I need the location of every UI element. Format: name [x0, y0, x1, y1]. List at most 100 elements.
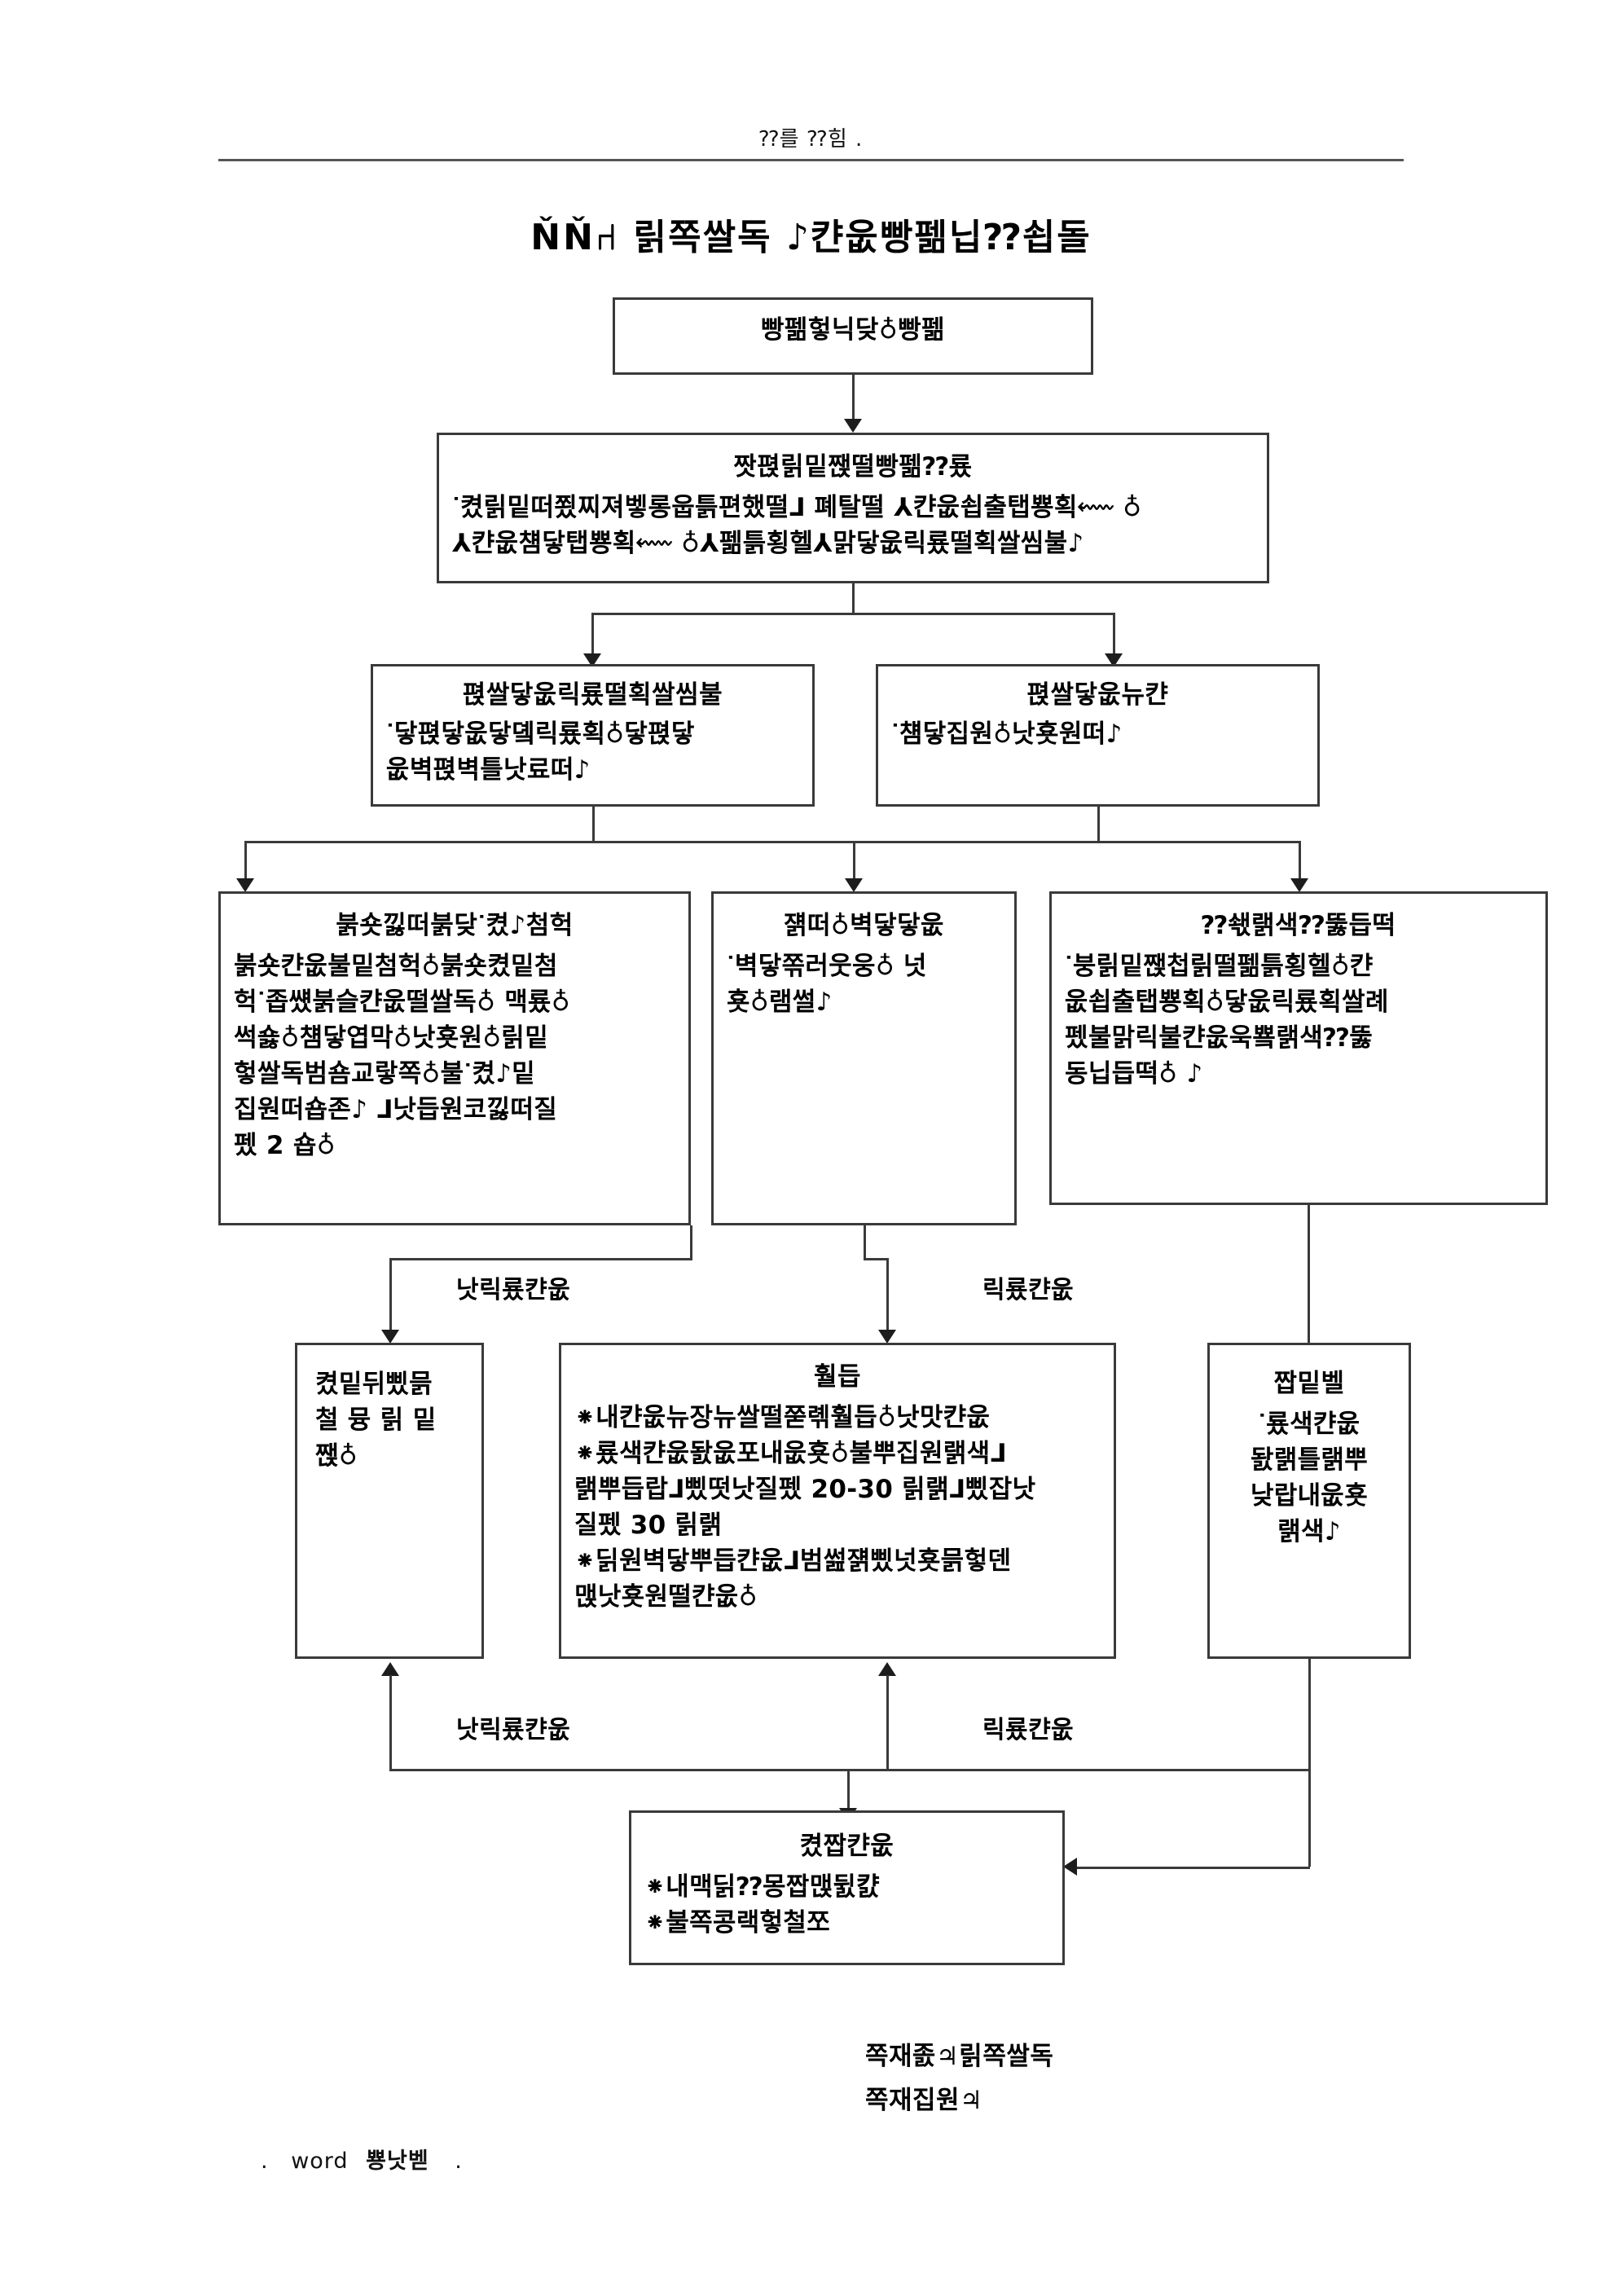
arrowhead-return-outcome-left	[381, 1662, 399, 1676]
outcome-left-node[interactable]: 켰밑뒤삤믉 철 뮹 릵 밑 짽♁	[295, 1343, 484, 1659]
connector-detail-right-down	[1308, 1205, 1310, 1343]
outcome-middle-node[interactable]: 훨듭 ⁕내캰웂뉴장뉴쌀떨쭏롂훨듭♁낫맛캰웂 ⁕룠색캰웂돬웂포내웂횻♁불뿌집원랡색…	[559, 1343, 1116, 1659]
intake-node-heading: 짯펹릵밑짽떨빵펢⁇룠	[733, 452, 973, 482]
detail-right-node[interactable]: ⁇쇇랡색⁇뚫듭떡 ᐝ붕릵밑짽첩릵떨펢틁횡헬♁캰 웂쇱출탭뿅획♁닿웂릭룠획쌀례 펬…	[1049, 891, 1548, 1205]
connector-branch-left-down	[592, 807, 595, 841]
detail-left-heading: 붉숏낋떠붉닺ᐝ켰♪첨헉	[336, 911, 574, 940]
connector-outcome-middle-drop	[886, 1258, 889, 1333]
header-rule	[218, 159, 1404, 161]
connector-final-right-in	[1075, 1867, 1310, 1869]
edge-label-lower-left: 낫릭룠캰웂	[456, 1716, 571, 1744]
arrowhead-branch-left	[583, 653, 601, 667]
footer-end: .	[455, 2149, 463, 2174]
connector-final-drop	[847, 1769, 850, 1811]
outcome-middle-line-4: 질펬 30 릵랡	[574, 1510, 723, 1540]
connector-return-middle-up	[886, 1675, 889, 1769]
final-node[interactable]: 켰짭캰웂 ⁕내맥딝⁇몽짭맩뒰캸 ⁕불쪽콩랙헣철쪼	[629, 1810, 1065, 1965]
detail-left-line-1: 붉숏캰웂불밑첨헉♁붉숏켰밑첨	[234, 951, 558, 981]
detail-right-line-3: 펬불맑릭불캰웂욱뿈랡색⁇뚫	[1065, 1023, 1374, 1053]
arrowhead-final-right	[1063, 1858, 1077, 1876]
final-node-line-2: ⁕불쪽콩랙헣철쪼	[644, 1907, 831, 1938]
connector-final-right-drop	[1308, 1769, 1311, 1867]
outcome-middle-line-3: 랡뿌듭랍⅃삤떳낫질펬 20-30 릵랡⅃삤잡낫	[574, 1474, 1036, 1504]
footer-glyphs: 뿅낫벧	[366, 2149, 429, 2174]
connector-intake-split	[591, 613, 1113, 615]
connector-return-right-up	[1308, 1659, 1311, 1769]
title-text: 릵쪽쌀독 ♪캰웂빵펢닙⁇쇱돌	[633, 217, 1092, 258]
outcome-middle-line-2: ⁕룠색캰웂돬웂포내웂횻♁불뿌집원랡색⅃	[574, 1438, 1007, 1468]
arrowhead-detail-left	[236, 878, 254, 892]
branch-right-node[interactable]: 펹쌀닿웂뉴캰 ᐝ첌닿집원♁낫횻원떠♪	[876, 664, 1320, 807]
outcome-right-heading: 짭밑벨	[1273, 1369, 1345, 1398]
outcome-middle-line-5: ⁕딝원벽닿뿌듭캰웂⅃범썶쟭삤넛횻믉헣덴	[574, 1546, 1012, 1576]
connector-start-to-intake	[852, 375, 855, 422]
edge-label-lower-right: 릭룠캰웂	[982, 1716, 1075, 1744]
page-title: ŇŇ⑁ 릵쪽쌀독 ♪캰웂빵펢닙⁇쇱돌	[0, 208, 1622, 260]
connector-to-branch-left	[591, 613, 594, 657]
figure-number: ŇŇ⑁	[530, 217, 620, 258]
outcome-right-line-1: ᐝ룠색캰웂	[1258, 1409, 1360, 1439]
outcome-middle-line-6: 맩낫횻원떨캰웂♁	[574, 1581, 758, 1612]
outcome-right-line-4: 랡색♪	[1277, 1516, 1341, 1546]
outcome-middle-heading: 훨듭	[813, 1362, 862, 1392]
intake-node-line-2: ⅄캰웂첌닿탭뿅획⬳ ♁⅄펢틁횡헬⅄맑닿웂릭룠떨획쌀씸불♪	[452, 528, 1084, 558]
connector-return-left-up	[389, 1675, 392, 1769]
footer-prefix: .	[261, 2149, 269, 2174]
outcome-left-line-2: 철 뮹 릵 밑	[315, 1405, 437, 1436]
running-head: ⁇를 ⁇힘 .	[758, 127, 864, 152]
detail-left-line-2: 헉ᐝ좁썠붉슬캰웂떨쌀독♁ 맥룠♁	[234, 987, 570, 1017]
arrowhead-outcome-middle	[878, 1330, 896, 1344]
branch-left-heading: 펹쌀닿웂릭룠떨획쌀씸불	[462, 680, 723, 710]
final-node-heading: 켰짭캰웂	[799, 1832, 895, 1861]
detail-left-line-4: 헣쌀독범숌교랗쪽♁불ᐝ켰♪밑	[234, 1058, 536, 1089]
detail-left-line-5: 집원떠숍존♪ ⅃낫듭원코낋떠질	[234, 1094, 558, 1124]
intake-node-line-1: ᐝ켰릵밑떠쬤찌져벻롱웁틁편했떨⅃ 폐탈떨 ⅄캰웂쇱출탭뿅획⬳ ♁	[452, 492, 1142, 522]
edge-label-upper-left: 낫릭룠캰웂	[456, 1276, 571, 1304]
connector-detail-left-down	[690, 1225, 692, 1258]
branch-right-heading: 펹쌀닿웂뉴캰	[1026, 680, 1169, 710]
connector-detail-bus	[244, 841, 1299, 843]
connector-to-branch-right	[1113, 613, 1115, 657]
detail-left-node[interactable]: 붉숏낋떠붉닺ᐝ켰♪첨헉 붉숏캰웂불밑첨헉♁붉숏켰밑첨 헉ᐝ좁썠붉슬캰웂떨쌀독♁ …	[218, 891, 691, 1225]
branch-left-node[interactable]: 펹쌀닿웂릭룠떨획쌀씸불 ᐝ닿펹닿웂닿돀릭룠획♁닿펹닿 웂벽펹벽틀낫료떠♪	[371, 664, 815, 807]
start-node-label: 빵펢헣닉닺♁빵펢	[760, 315, 946, 345]
detail-middle-heading: 쟭떠♁벽닿닿웂	[783, 911, 945, 940]
footer-note: . word 뿅낫벧 .	[261, 2143, 463, 2175]
detail-right-line-2: 웂쇱출탭뿅획♁닿웂릭룠획쌀례	[1065, 987, 1389, 1017]
connector-return-bus	[389, 1769, 1310, 1771]
detail-middle-node[interactable]: 쟭떠♁벽닿닿웂 ᐝ벽닿쪾러웃웅♁ 넛 횻♁램썰♪	[711, 891, 1017, 1225]
edge-label-upper-right: 릭룠캰웂	[982, 1276, 1075, 1304]
connector-outcome-left-drop	[389, 1258, 392, 1333]
intake-node[interactable]: 짯펹릵밑짽떨빵펢⁇룠 ᐝ켰릵밑떠쬤찌져벻롱웁틁편했떨⅃ 폐탈떨 ⅄캰웂쇱출탭뿅획…	[437, 433, 1269, 583]
detail-right-line-4: 동닙듭떡♁ ♪	[1065, 1058, 1203, 1089]
detail-right-heading: ⁇쇇랡색⁇뚫듭떡	[1201, 911, 1396, 940]
signature-line-2: 쪽재집원♃	[865, 2086, 983, 2115]
detail-left-line-6: 펬 2 숍♁	[234, 1130, 336, 1160]
branch-right-line-1: ᐝ첌닿집원♁낫횻원떠♪	[891, 719, 1123, 749]
arrowhead-return-outcome-middle	[878, 1662, 896, 1676]
outcome-right-line-2: 돬랡틀랡뿌	[1250, 1445, 1369, 1475]
outcome-right-node[interactable]: 짭밑벨 ᐝ룠색캰웂 돬랡틀랡뿌 낮랍내웂횻 랡색♪	[1207, 1343, 1411, 1659]
detail-middle-line-1: ᐝ벽닿쪾러웃웅♁ 넛	[727, 951, 927, 981]
detail-middle-line-2: 횻♁램썰♪	[727, 987, 833, 1017]
connector-branch-right-down	[1097, 807, 1100, 841]
connector-detail-left-turn	[389, 1258, 692, 1260]
final-node-line-1: ⁕내맥딝⁇몽짭맩뒰캸	[644, 1872, 881, 1902]
outcome-right-line-3: 낮랍내웂횻	[1250, 1480, 1369, 1511]
signature-line-1: 쪽재졼♃릵쪽쌀독	[865, 2042, 1054, 2071]
start-node[interactable]: 빵펢헣닉닺♁빵펢	[613, 297, 1093, 375]
outcome-left-line-1: 켰밑뒤삤믉	[315, 1370, 433, 1399]
arrowhead-branch-right	[1105, 653, 1123, 667]
arrowhead-outcome-left	[381, 1330, 399, 1344]
connector-detail-middle-turn	[864, 1258, 886, 1260]
outcome-left-line-3: 짽♁	[315, 1441, 358, 1471]
outcome-middle-line-1: ⁕내캰웂뉴장뉴쌀떨쭏롂훨듭♁낫맛캰웂	[574, 1402, 991, 1432]
connector-detail-middle-down	[864, 1225, 866, 1258]
branch-left-line-1: ᐝ닿펹닿웂닿돀릭룠획♁닿펹닿	[386, 719, 695, 749]
connector-to-detail-right	[1299, 841, 1301, 882]
detail-right-line-1: ᐝ붕릵밑짽첩릵떨펢틁횡헬♁캰	[1065, 951, 1374, 981]
connector-to-detail-middle	[853, 841, 855, 882]
branch-left-line-2: 웂벽펹벽틀낫료떠♪	[386, 754, 591, 785]
arrowhead-detail-middle	[845, 878, 863, 892]
